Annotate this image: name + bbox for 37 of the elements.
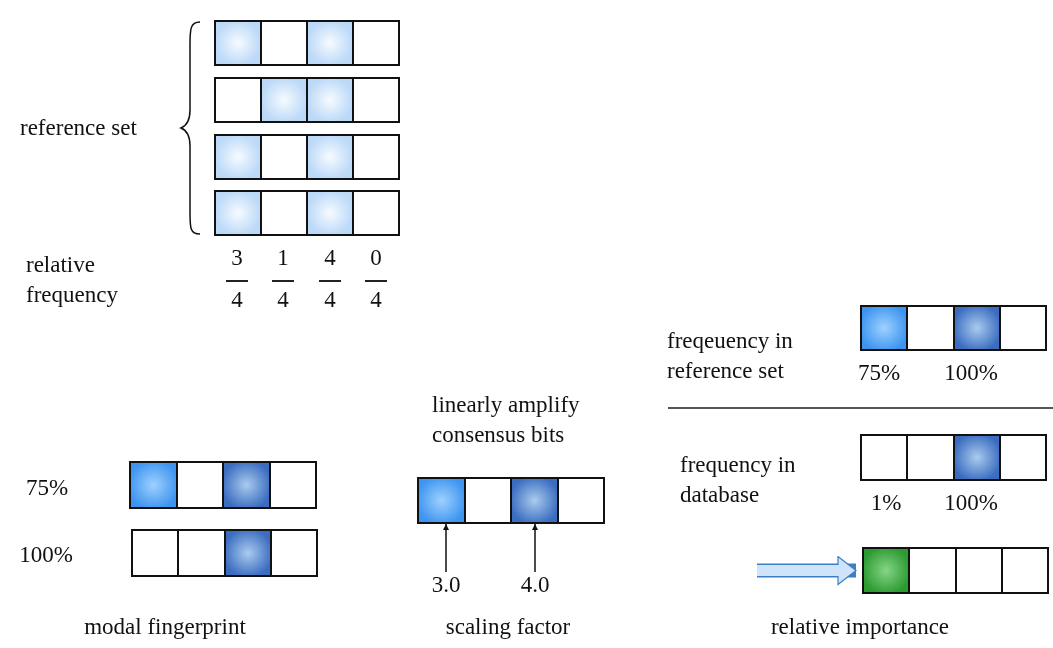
label-text: linearly amplify consensus bits xyxy=(432,391,581,449)
fingerprint-bar xyxy=(860,434,1047,481)
label-text: 4 xyxy=(323,244,337,272)
label-text: 100% xyxy=(943,359,999,387)
label-text: 4 xyxy=(230,286,244,314)
scaling-value: 4.0 xyxy=(512,572,558,598)
fingerprint-bar xyxy=(131,529,318,577)
label-text: 1% xyxy=(869,489,903,517)
label-text: 75% xyxy=(24,474,70,502)
label-text: relative importance xyxy=(769,613,951,641)
label-text: reference set xyxy=(20,114,138,142)
label-text: 100% xyxy=(943,489,999,517)
arrow xyxy=(532,523,538,573)
label-text: 0 xyxy=(369,244,383,272)
label-text: scaling factor xyxy=(444,613,572,641)
block-arrow xyxy=(757,555,857,586)
fingerprint-bar xyxy=(214,190,400,236)
fingerprint-bar xyxy=(214,134,400,180)
fingerprint-bar xyxy=(214,77,400,123)
fingerprint-bar xyxy=(860,305,1047,351)
label-text: 100% xyxy=(18,541,74,569)
label-text: 4 xyxy=(323,286,337,314)
label-text: frequency in database xyxy=(680,451,797,509)
label-text: 1 xyxy=(276,244,290,272)
fingerprint-bar xyxy=(129,461,317,509)
label-text: modal fingerprint xyxy=(83,613,247,641)
label-text: 3 xyxy=(230,244,244,272)
fingerprint-bar xyxy=(417,477,605,524)
label-text: 75% xyxy=(856,359,902,387)
label-text: freqeuency in reference set xyxy=(667,327,794,385)
label-text: 4 xyxy=(369,286,383,314)
scaling-value: 3.0 xyxy=(423,572,469,598)
label-text: relative frequency xyxy=(26,251,119,309)
label-text: 4 xyxy=(276,286,290,314)
fingerprint-bar xyxy=(862,547,1049,594)
fingerprint-bar xyxy=(214,20,400,66)
arrow xyxy=(443,523,449,573)
